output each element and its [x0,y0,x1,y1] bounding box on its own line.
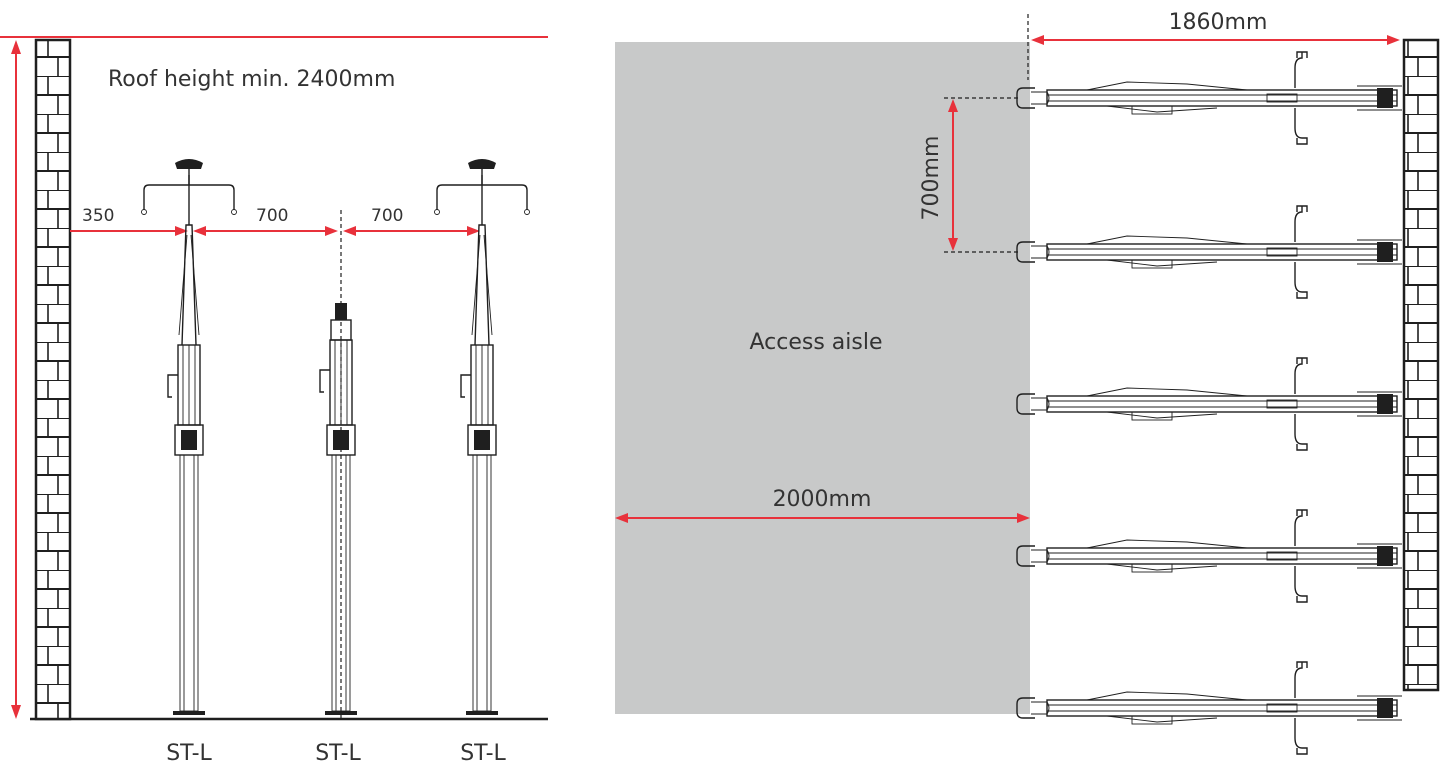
plan-bike-1 [1016,51,1403,145]
right-brick-wall [1402,38,1440,692]
spacing-label-350: 350 [82,206,114,226]
depth-dimension [1031,35,1400,45]
spacing-label-700-a: 700 [256,206,288,226]
elevation-view: Roof height min. 2400mm 350 700 700 ST-L… [0,36,548,766]
plan-bike-5 [1016,661,1403,755]
plan-bike-3 [1016,357,1403,451]
access-aisle-label: Access aisle [749,330,882,355]
standing-bike-stand-1 [140,158,238,716]
stand-label-2: ST-L [315,741,361,766]
plan-view: Access aisle 2000mm 1860mm 700mm [615,10,1440,755]
spacing-dimension-350 [70,226,188,236]
spacing-dimension-700-a [193,226,338,236]
aisle-width-dimension [615,513,1030,523]
stand-label-1: ST-L [166,741,212,766]
left-brick-wall [34,38,72,721]
empty-stand-2 [319,302,358,716]
stand-label-3: ST-L [460,741,506,766]
spacing-dimension-700-b [343,226,480,236]
roof-height-label: Roof height min. 2400mm [108,67,395,92]
spacing-label-700-b: 700 [371,206,403,226]
access-aisle-area [615,42,1030,714]
aisle-width-label: 2000mm [773,487,872,512]
depth-label: 1860mm [1169,10,1268,35]
plan-bike-4 [1016,509,1403,603]
plan-bike-2 [1016,205,1403,299]
roof-height-dimension [11,40,21,719]
pitch-dimension [944,97,1020,253]
pitch-label: 700mm [919,136,944,221]
standing-bike-stand-3 [433,158,531,716]
